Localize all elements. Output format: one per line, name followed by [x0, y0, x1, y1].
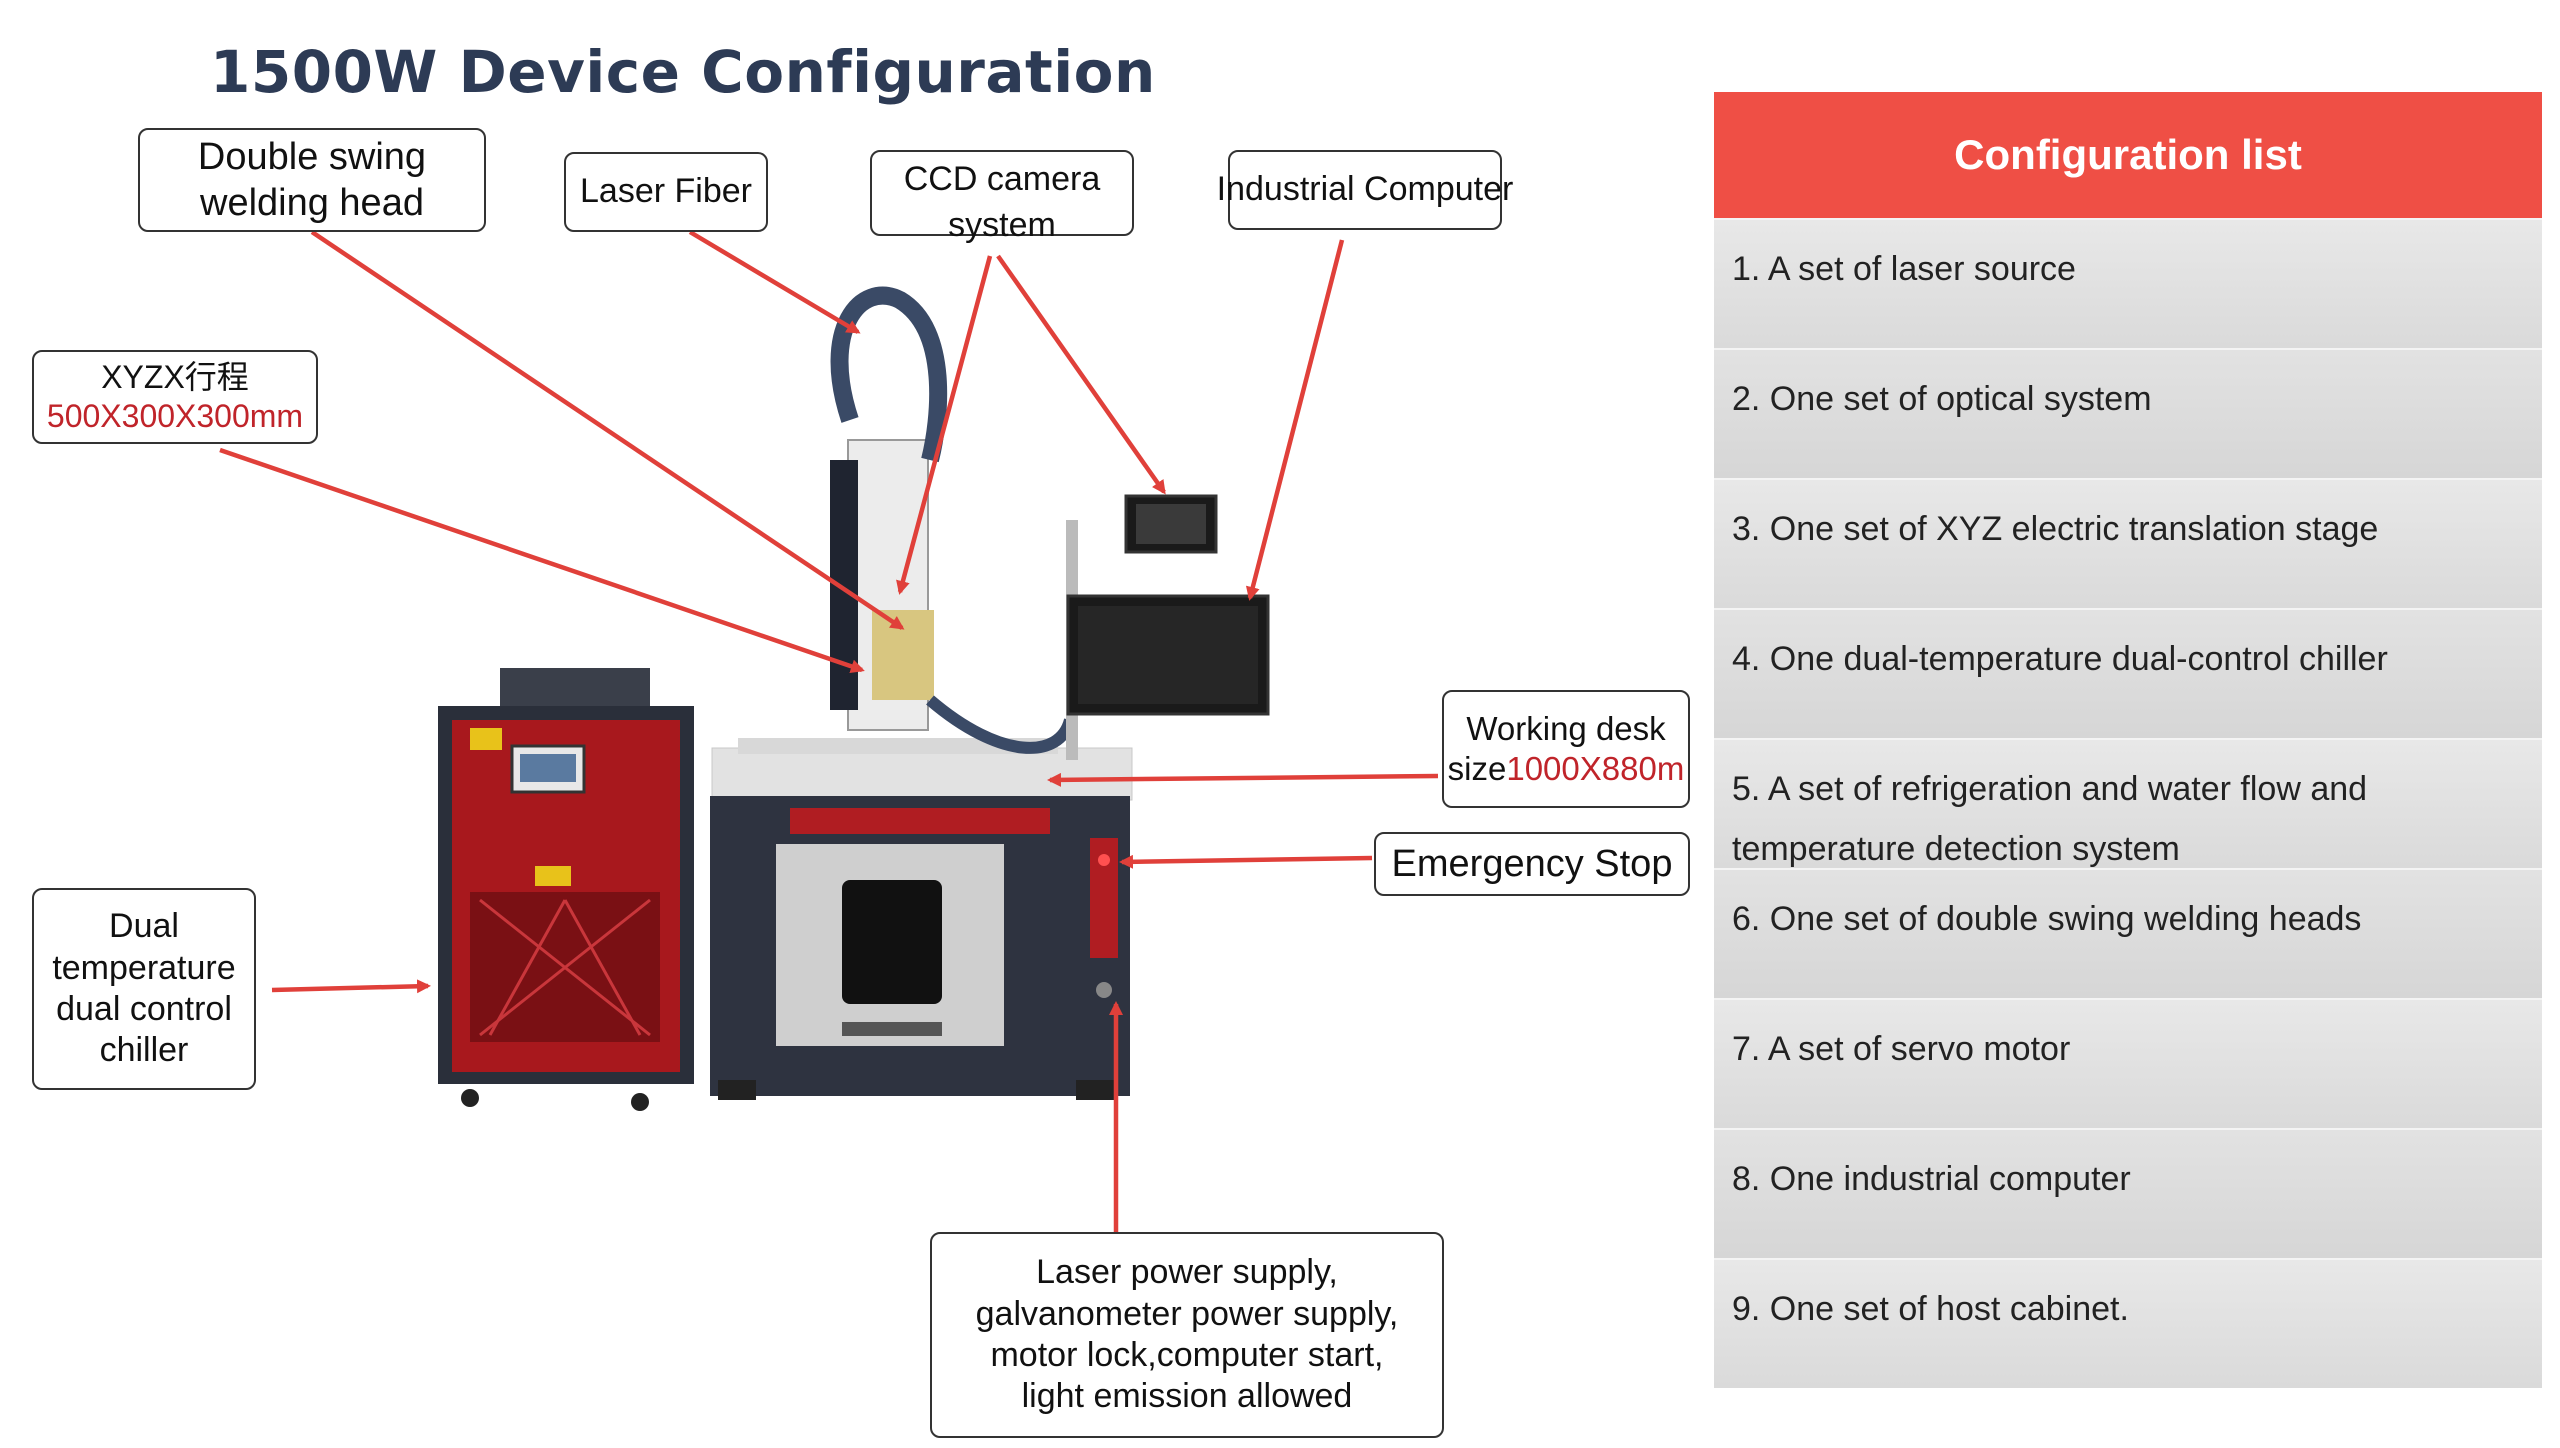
callout-industrial-computer: Industrial Computer — [1217, 150, 1513, 230]
arrow-chiller — [271, 979, 431, 994]
host-cabinet — [710, 747, 1133, 1100]
arrow-xyzx — [219, 447, 865, 674]
arrow-working-desk — [1047, 772, 1439, 787]
callout-laser-fiber: Laser Fiber — [564, 152, 768, 232]
callout-double-swing-welding-head: Double swing welding head — [138, 128, 486, 232]
working-desk-label: Working desk — [1466, 709, 1666, 747]
arrow-industrial-computer — [1245, 239, 1345, 601]
working-desk-value: 1000X880m — [1506, 750, 1685, 787]
config-list-item: 8. One industrial computer — [1714, 1128, 2542, 1258]
callout-working-desk: Working desk size1000X880m — [1442, 690, 1690, 808]
config-list-item: 1. A set of laser source — [1714, 218, 2542, 348]
monitors — [1066, 494, 1270, 760]
configuration-list-header: Configuration list — [1714, 92, 2542, 218]
callout-power-supply: Laser power supply, galvanometer power s… — [930, 1232, 1444, 1438]
callout-emergency-stop: Emergency Stop — [1374, 832, 1690, 896]
arrow-ccd-camera-a — [896, 255, 993, 595]
page-title: 1500W Device Configuration — [210, 38, 1156, 106]
config-list-item: 7. A set of servo motor — [1714, 998, 2542, 1128]
arrow-ccd-camera-b — [996, 254, 1166, 495]
working-desk-size-line: size1000X880m — [1448, 749, 1685, 789]
configuration-list-panel: Configuration list 1. A set of laser sou… — [1714, 92, 2542, 1388]
config-list-item: 2. One set of optical system — [1714, 348, 2542, 478]
xyzx-value: 500X300X300mm — [46, 398, 304, 434]
callout-arrows — [219, 230, 1439, 1232]
config-list-item: 4. One dual-temperature dual-control chi… — [1714, 608, 2542, 738]
callout-dual-temperature-chiller: Dual temperature dual control chiller — [32, 888, 256, 1090]
config-list-item: 3. One set of XYZ electric translation s… — [1714, 478, 2542, 608]
xyzx-label: XYZX行程 — [101, 358, 249, 395]
arrow-emergency-stop — [1119, 854, 1373, 869]
config-list-item: 5. A set of refrigeration and water flow… — [1714, 738, 2542, 868]
config-list-item: 9. One set of host cabinet. — [1714, 1258, 2542, 1388]
arrow-double-swing — [310, 230, 905, 630]
machine-illustration — [438, 286, 1270, 1111]
chiller-unit — [438, 668, 694, 1111]
callout-xyzx-travel: XYZX行程 500X300X300mm — [32, 350, 318, 444]
working-desk-prefix: size — [1447, 750, 1507, 787]
arrow-laser-fiber — [688, 230, 861, 334]
callout-ccd-camera-system: CCD camera system — [870, 150, 1134, 244]
config-list-item: 6. One set of double swing welding heads — [1714, 868, 2542, 998]
